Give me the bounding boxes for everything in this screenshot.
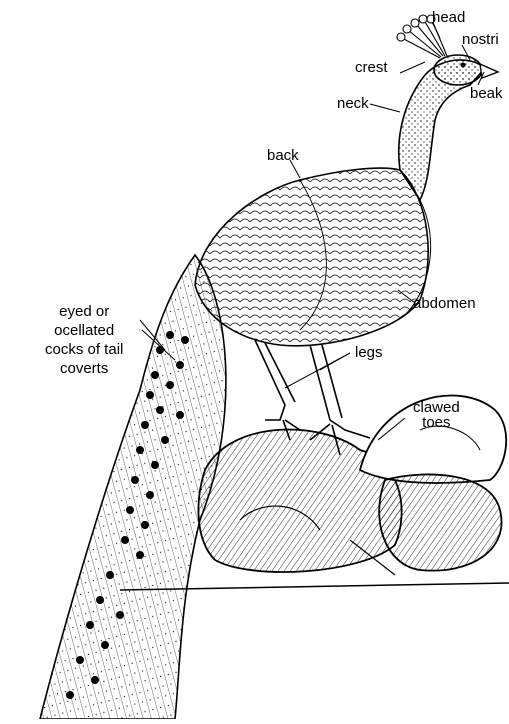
label-back: back <box>267 148 299 163</box>
rocks <box>198 396 506 575</box>
label-tail-line-3: cocks of tail <box>45 340 123 359</box>
label-beak: beak <box>470 86 503 101</box>
label-legs: legs <box>355 345 383 360</box>
label-abdomen: abdomen <box>413 296 476 311</box>
label-tail-coverts: eyed or ocellated cocks of tail coverts <box>45 302 123 378</box>
label-neck: neck <box>337 96 369 111</box>
eye <box>461 63 466 68</box>
label-tail-line-2: ocellated <box>45 321 123 340</box>
label-tail-line-4: coverts <box>45 359 123 378</box>
body <box>195 168 428 346</box>
label-crest: crest <box>355 60 388 75</box>
label-tail-line-1: eyed or <box>45 302 123 321</box>
label-clawed-toes: clawed toes <box>413 398 460 432</box>
head <box>434 55 482 85</box>
label-nostril: nostri <box>462 32 499 47</box>
label-head: head <box>432 10 465 25</box>
